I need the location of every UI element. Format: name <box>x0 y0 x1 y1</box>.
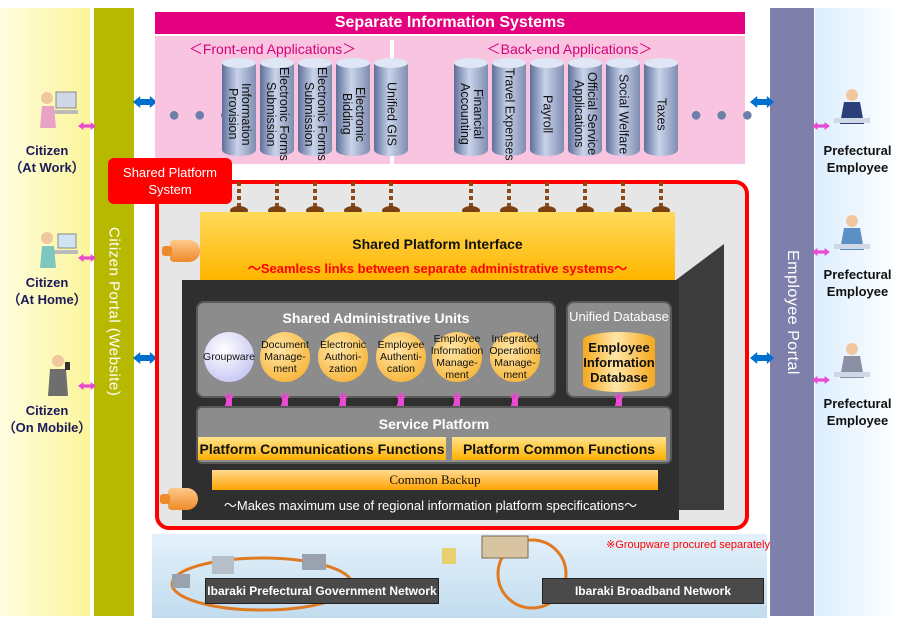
shared-platform-interface <box>200 212 675 280</box>
employee-portal-link-arrow-icon <box>750 352 774 364</box>
connector-line <box>576 182 594 215</box>
back-end-app-label: Payroll <box>540 94 555 134</box>
more-systems-ellipsis: ● ● ● <box>690 104 758 126</box>
updown-arrow-icon <box>614 392 624 414</box>
citizen-portal-label: Citizen Portal (Website) <box>105 227 123 397</box>
employee-portal-bar <box>770 8 814 616</box>
citizen-at-home-label: Citizen（At Home） <box>7 275 87 307</box>
citizen-link-arrow-icon <box>78 122 96 130</box>
unit-groupware: Groupware <box>203 332 255 382</box>
citizen-at-work-icon <box>40 91 78 128</box>
separate-systems-title: Separate Information Systems <box>155 12 745 34</box>
employee-icon <box>834 343 870 378</box>
system-cylinder <box>568 58 602 156</box>
back-end-app-label: Travel Expenses <box>502 67 517 161</box>
back-end-app-label: Social Welfare <box>616 73 631 155</box>
citizen-on-mobile-label: Citizen（On Mobile） <box>2 403 92 435</box>
front-end-app-label: Electronic Forms Submission <box>264 67 291 161</box>
citizen-at-work-label: Citizen（At Work） <box>9 143 85 175</box>
connector-line <box>344 182 362 215</box>
broadband-network-label: Ibaraki Broadband Network <box>542 578 764 604</box>
updown-arrow-icon <box>224 392 234 414</box>
front-end-app-label: Electronic Bidding <box>340 86 367 142</box>
pointing-hand-icon <box>162 240 200 262</box>
more-systems-ellipsis: ● ● ● <box>168 104 236 126</box>
employee-link-arrow-icon <box>812 122 830 130</box>
front-end-heading: ＜Front-end Applications＞ <box>188 41 357 57</box>
connector-line <box>652 182 670 215</box>
system-cylinder <box>260 58 294 156</box>
back-end-app-label: Official Service Applications <box>572 72 599 156</box>
updown-arrow-icon <box>280 392 290 414</box>
unit-employee-info-management: Employee Information Manage‐ ment <box>430 332 484 382</box>
system-cylinder <box>454 58 488 156</box>
connector-line <box>538 182 556 215</box>
system-cylinder <box>222 58 256 156</box>
system-cylinder <box>374 58 408 156</box>
citizen-portal-bar <box>94 8 134 616</box>
unit-integrated-operations: Integrated Operations Manage‐ ment <box>489 332 541 382</box>
system-cylinder <box>298 58 332 156</box>
unit-employee-authentication: Employee Authenti‐ cation <box>376 332 426 382</box>
connector-line <box>614 182 632 215</box>
citizen-link-arrow-icon <box>78 254 96 262</box>
citizen-on-mobile-icon <box>48 355 70 396</box>
pointing-hand-icon <box>160 488 198 510</box>
back-end-app-label: Taxes <box>654 97 669 131</box>
interface-subtitle: ～Seamless links between separate adminis… <box>247 261 628 276</box>
updown-arrow-icon <box>510 392 520 414</box>
system-cylinder <box>492 58 526 156</box>
connector-line <box>306 182 324 215</box>
max-use-note: ～Makes maximum use of regional informati… <box>223 498 638 513</box>
updown-arrow-icon <box>396 392 406 414</box>
unit-document-management: Document Manage‐ ment <box>260 332 310 382</box>
employee-icon <box>834 89 870 124</box>
database-icon <box>583 332 655 392</box>
connector-line <box>462 182 480 215</box>
connector-line <box>382 182 400 215</box>
shared-platform-tag: Shared Platform System <box>108 158 232 204</box>
system-cylinder <box>606 58 640 156</box>
comm-functions: Platform Communications Functions <box>198 437 446 460</box>
unit-electronic-authorization: Electronic Authori‐ zation <box>318 332 368 382</box>
prefectural-network-label: Ibaraki Prefectural Government Network <box>205 578 439 604</box>
employee-portal-label: Employee Portal <box>784 249 801 375</box>
employee-link-arrow-icon <box>812 248 830 256</box>
common-backup: Common Backup <box>212 470 658 490</box>
groupware-note: ※Groupware procured separately <box>606 539 770 551</box>
connector-line <box>500 182 518 215</box>
interface-title: Shared Platform Interface <box>352 236 523 252</box>
front-end-app-label: Electronic Forms Submission <box>302 67 329 161</box>
citizen-at-home-icon <box>40 232 78 268</box>
back-end-heading: ＜Back-end Applications＞ <box>486 41 653 57</box>
back-end-app-label: Financial Accounting <box>458 83 485 145</box>
common-functions: Platform Common Functions <box>452 437 666 460</box>
service-platform-title: Service Platform <box>378 416 490 432</box>
platform-block-side <box>676 244 724 510</box>
shared-admin-units-title: Shared Administrative Units <box>282 310 470 326</box>
citizen-portal-link-arrow-icon <box>133 352 157 364</box>
updown-arrow-icon <box>452 392 462 414</box>
system-cylinder <box>530 58 564 156</box>
citizen-link-arrow-icon <box>78 382 96 390</box>
system-cylinder <box>644 58 678 156</box>
system-cylinder <box>336 58 370 156</box>
front-end-app-label: Information Provision <box>226 82 253 146</box>
front-end-app-label: Unified GIS <box>384 82 399 146</box>
unified-database-title: Unified Database <box>569 309 669 324</box>
connector-line <box>230 182 248 215</box>
citizen-portal-link-arrow-icon <box>133 96 157 108</box>
updown-arrow-icon <box>338 392 348 414</box>
connector-line <box>268 182 286 215</box>
employee-link-arrow-icon <box>812 376 830 384</box>
employee-database-label: Employee Information Database <box>583 339 655 385</box>
employee-icon <box>834 215 870 250</box>
